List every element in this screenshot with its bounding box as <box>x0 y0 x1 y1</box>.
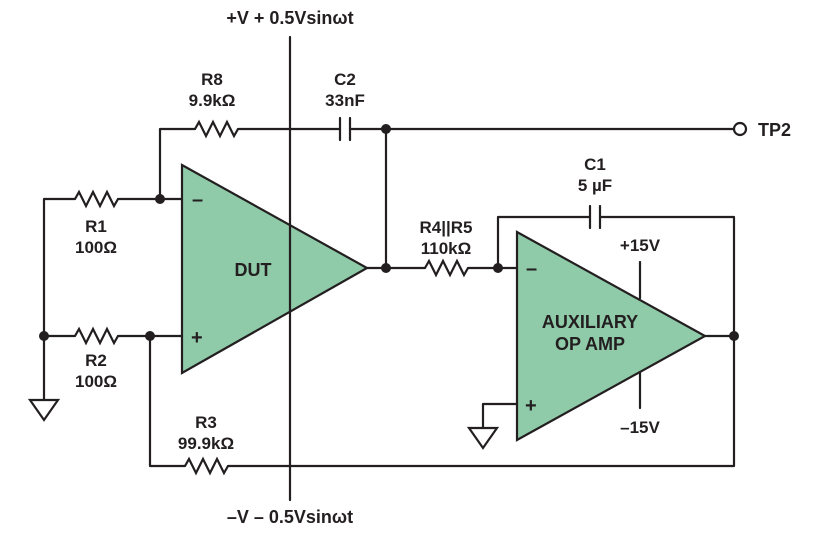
ground-icon <box>466 426 500 450</box>
junction-dot <box>381 263 391 273</box>
r3-loop-wire <box>148 334 736 468</box>
aux-vneg-label: –15V <box>620 418 660 437</box>
r45-value: 110kΩ <box>421 239 472 258</box>
junction-dot <box>145 331 155 341</box>
c1-name: C1 <box>584 155 606 174</box>
r3-value: 99.9kΩ <box>178 434 234 453</box>
r1-value: 100Ω <box>75 238 117 257</box>
junction-dot <box>381 124 391 134</box>
r3-name: R3 <box>195 413 217 432</box>
supply-bottom-label: –V – 0.5Vsinωt <box>227 507 353 527</box>
junction-dot <box>39 331 49 341</box>
c2-value: 33nF <box>325 91 365 110</box>
r8-name: R8 <box>201 70 223 89</box>
r2-resistor <box>74 326 119 346</box>
r1-resistor <box>74 189 119 209</box>
r3-resistor <box>184 456 229 476</box>
r2-value: 100Ω <box>75 372 117 391</box>
junction-dot <box>155 194 165 204</box>
tp2-label: TP2 <box>758 120 791 140</box>
auxiliary-op-amp <box>515 230 708 442</box>
c2-name: C2 <box>334 70 356 89</box>
c1-value: 5 µF <box>578 176 612 195</box>
junction-dot <box>729 331 739 341</box>
tp2-terminal <box>732 121 748 137</box>
c1-feedback-wire <box>496 215 736 338</box>
aux-vpos-label: +15V <box>620 236 661 255</box>
aux-plus-sign: + <box>525 395 537 417</box>
r8-resistor <box>194 119 239 139</box>
aux-label-line1: AUXILIARY <box>542 312 638 332</box>
r8-c2-feedback-wire <box>158 127 736 201</box>
r45-resistor <box>424 258 469 278</box>
junction-dot <box>493 263 503 273</box>
ground-icon <box>27 398 61 422</box>
aux-ground-wire <box>481 402 519 430</box>
r45-name: R4||R5 <box>420 218 473 237</box>
supply-top-label: +V + 0.5Vsinωt <box>226 8 353 28</box>
r1-wire <box>42 197 184 338</box>
aux-minus-sign: – <box>526 258 537 280</box>
dut-op-amp <box>180 163 370 375</box>
aux-label-line2: OP AMP <box>555 334 625 354</box>
dut-minus-sign: – <box>192 189 203 211</box>
r2-name: R2 <box>85 351 107 370</box>
r8-value: 9.9kΩ <box>189 91 236 110</box>
r1-name: R1 <box>85 217 107 236</box>
dut-label: DUT <box>235 260 272 280</box>
dut-plus-sign: + <box>191 327 203 349</box>
